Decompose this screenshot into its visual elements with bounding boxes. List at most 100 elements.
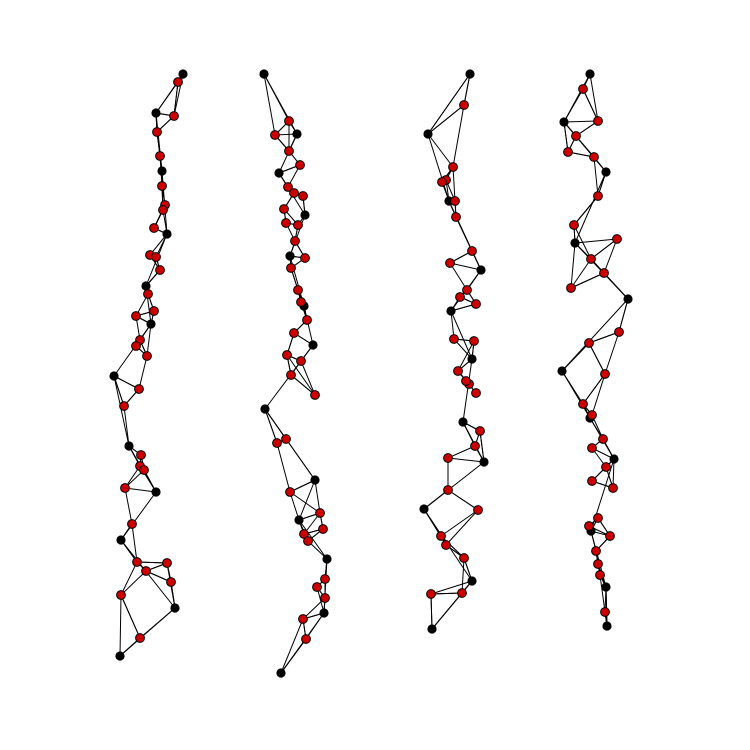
mesh-edge (563, 88, 584, 123)
strand-4-midpoint (591, 546, 601, 556)
strand-3-midpoint (467, 246, 477, 256)
strand-1-midpoint (143, 289, 153, 299)
strand-2-midpoint (303, 536, 313, 546)
mesh-edge (603, 272, 629, 300)
strand-1-midpoint (132, 557, 142, 567)
strand-2-vertex (310, 475, 320, 485)
strand-3-midpoint (436, 531, 446, 541)
strand-3-midpoint (462, 285, 472, 295)
mesh-edge (570, 272, 605, 289)
strand-4-midpoint (589, 152, 599, 162)
backbone-edge (298, 519, 328, 560)
mesh-edge (173, 81, 179, 117)
mesh-edge (289, 491, 300, 521)
mesh-edge (561, 342, 590, 372)
mesh-edge (300, 360, 316, 396)
mesh-edge (286, 354, 316, 396)
strand-4-midpoint (578, 84, 588, 94)
strand-2-midpoint (286, 263, 296, 273)
strand-1-midpoint (155, 265, 165, 275)
strand-1-vertex (124, 441, 134, 451)
strand-4-midpoint (571, 131, 581, 141)
mesh-edge (582, 88, 599, 122)
mesh-edge (455, 216, 473, 252)
strand-4-midpoint (595, 570, 605, 580)
mesh-edge (588, 342, 606, 375)
mesh-edge (447, 445, 476, 459)
strand-2-midpoint (293, 220, 303, 230)
strand-2-midpoint (298, 614, 308, 624)
strand-2-midpoint (289, 188, 299, 198)
mesh-edge (138, 355, 148, 390)
mesh-edge (603, 238, 618, 274)
strand-1-midpoint (162, 558, 172, 568)
strand-4-midpoint (587, 443, 597, 453)
mesh-edge (423, 489, 449, 510)
midpoint-layer (116, 77, 624, 644)
mesh-edge (618, 298, 629, 333)
strand-4-midpoint (600, 369, 610, 379)
strand-1-midpoint (155, 151, 165, 161)
mesh-edge (263, 73, 276, 136)
strand-3-midpoint (470, 441, 480, 451)
strand-2-vertex (308, 340, 318, 350)
strand-2-midpoint (296, 297, 306, 307)
mesh-edge (604, 331, 620, 375)
mesh-edge (430, 593, 433, 630)
mesh-edge (264, 408, 278, 444)
strand-2-vertex (300, 210, 310, 220)
strand-4-vertex (570, 238, 580, 248)
strand-4-midpoint (614, 327, 624, 337)
mesh-edge (263, 73, 290, 122)
mesh-edge (146, 323, 152, 357)
strand-2-vertex (285, 251, 295, 261)
strand-3-vertex (465, 69, 475, 79)
strand-4-midpoint (601, 462, 611, 472)
mesh-edge (452, 166, 456, 202)
strand-1-vertex (178, 69, 188, 79)
mesh-edge (570, 258, 592, 289)
strand-1-midpoint (135, 633, 145, 643)
strand-4-midpoint (593, 116, 603, 126)
mesh-edge (574, 238, 618, 244)
mesh-edge (314, 479, 321, 514)
mesh-edge (479, 430, 485, 463)
strand-2-midpoint (283, 182, 293, 192)
strand-2-midpoint (318, 524, 328, 534)
strand-2-vertex (274, 168, 284, 178)
strand-2-midpoint (284, 116, 294, 126)
strand-2-midpoint (284, 146, 294, 156)
strand-3-vertex (446, 306, 456, 316)
mesh-edge (123, 405, 130, 447)
strand-1-midpoint (149, 306, 159, 316)
strand-2-midpoint (270, 130, 280, 140)
strand-2-vertex (292, 129, 302, 139)
strand-4-vertex (557, 366, 567, 376)
strand-3-midpoint (459, 553, 469, 563)
strand-3-midpoint (471, 388, 481, 398)
mesh-edge (427, 133, 454, 168)
strand-2-midpoint (320, 593, 330, 603)
strand-3-midpoint (426, 589, 436, 599)
mesh-edge (445, 509, 479, 546)
strand-1-midpoint (131, 341, 141, 351)
strand-4-midpoint (593, 559, 603, 569)
backbone-edge (574, 171, 607, 244)
strand-1-midpoint (139, 465, 149, 475)
mesh-edge (136, 561, 168, 564)
strand-1-midpoint (152, 127, 162, 137)
mesh-edge (561, 370, 584, 405)
strand-1-vertex (170, 603, 180, 613)
mesh-edge (457, 340, 475, 372)
strand-1-midpoint (158, 205, 168, 215)
strand-2-midpoint (302, 315, 312, 325)
backbone-edge (462, 358, 473, 423)
strand-3-vertex (479, 457, 489, 467)
mesh-edge (449, 262, 468, 291)
strand-3-midpoint (450, 196, 460, 206)
strand-2-midpoint (281, 434, 291, 444)
strand-4-vertex (602, 621, 612, 631)
strand-2-midpoint (310, 390, 320, 400)
